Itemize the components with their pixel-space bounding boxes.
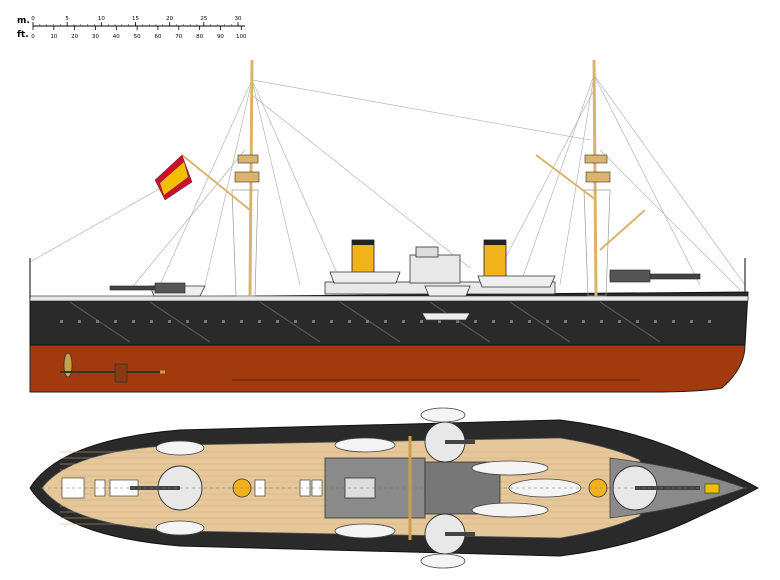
porthole: [132, 320, 135, 323]
meter-tick-label: 25: [200, 16, 207, 22]
porthole: [348, 320, 351, 323]
porthole: [150, 320, 153, 323]
porthole: [600, 320, 603, 323]
porthole: [114, 320, 117, 323]
meter-ticks: 0 5 10 15 20 25 30: [31, 16, 242, 26]
porthole: [510, 320, 513, 323]
feet-tick-label: 40: [113, 34, 120, 40]
feet-tick-label: 50: [134, 34, 141, 40]
meter-tick-label: 15: [132, 16, 139, 22]
rigging: [29, 74, 746, 291]
main-mast: [535, 59, 646, 297]
porthole: [492, 320, 495, 323]
porthole: [708, 320, 711, 323]
aft-funnel: [483, 239, 507, 279]
porthole: [168, 320, 171, 323]
porthole: [564, 320, 567, 323]
porthole: [312, 320, 315, 323]
feet-tick-label: 90: [217, 34, 224, 40]
porthole: [96, 320, 99, 323]
feet-tick-label: 80: [196, 34, 203, 40]
porthole: [474, 320, 477, 323]
feet-tick-label: 0: [31, 34, 35, 40]
meter-tick-label: 10: [98, 16, 105, 22]
fore-mast: [181, 59, 260, 297]
top-plan: [29, 407, 760, 569]
plan-boats: [155, 407, 582, 569]
side-guns: [109, 269, 701, 294]
propeller-rudder: [60, 352, 165, 383]
feet-tick-label: 20: [71, 34, 78, 40]
porthole: [240, 320, 243, 323]
porthole: [384, 320, 387, 323]
plan-hatches: [61, 477, 323, 499]
feet-tick-label: 100: [236, 34, 247, 40]
porthole: [582, 320, 585, 323]
hull-armour-lines: [69, 301, 661, 343]
porthole: [186, 320, 189, 323]
feet-ticks: 0 10 20 30 40 50 60 70 80 90 100: [31, 26, 247, 40]
porthole: [672, 320, 675, 323]
feet-tick-label: 60: [154, 34, 161, 40]
scale-bar: m. ft. 0 5 10 15 20 25 30 0 10 20 30 40 50 60 70 80 90 1…: [17, 16, 247, 40]
feet-tick-label: 70: [175, 34, 182, 40]
porthole: [636, 320, 639, 323]
feet-tick-label: 30: [92, 34, 99, 40]
portholes: [60, 320, 711, 323]
porthole: [276, 320, 279, 323]
porthole: [78, 320, 81, 323]
porthole: [690, 320, 693, 323]
meter-tick-label: 20: [166, 16, 173, 22]
porthole: [366, 320, 369, 323]
porthole: [528, 320, 531, 323]
porthole: [654, 320, 657, 323]
meter-tick-label: 30: [235, 16, 242, 22]
scale-meters-label: m.: [17, 16, 30, 26]
meter-tick-label: 5: [65, 16, 69, 22]
feet-tick-label: 10: [50, 34, 57, 40]
porthole: [438, 320, 441, 323]
porthole: [204, 320, 207, 323]
porthole: [420, 320, 423, 323]
meter-tick-label: 0: [31, 16, 35, 22]
porthole: [222, 320, 225, 323]
porthole: [618, 320, 621, 323]
hull-underwater: [29, 344, 746, 393]
porthole: [402, 320, 405, 323]
scale-feet-label: ft.: [17, 30, 29, 40]
bridge: [409, 254, 461, 284]
porthole: [456, 320, 459, 323]
porthole: [330, 320, 333, 323]
porthole: [546, 320, 549, 323]
porthole: [258, 320, 261, 323]
porthole: [60, 320, 63, 323]
porthole: [294, 320, 297, 323]
side-profile: [29, 59, 749, 393]
spanish-flag: [154, 154, 193, 201]
